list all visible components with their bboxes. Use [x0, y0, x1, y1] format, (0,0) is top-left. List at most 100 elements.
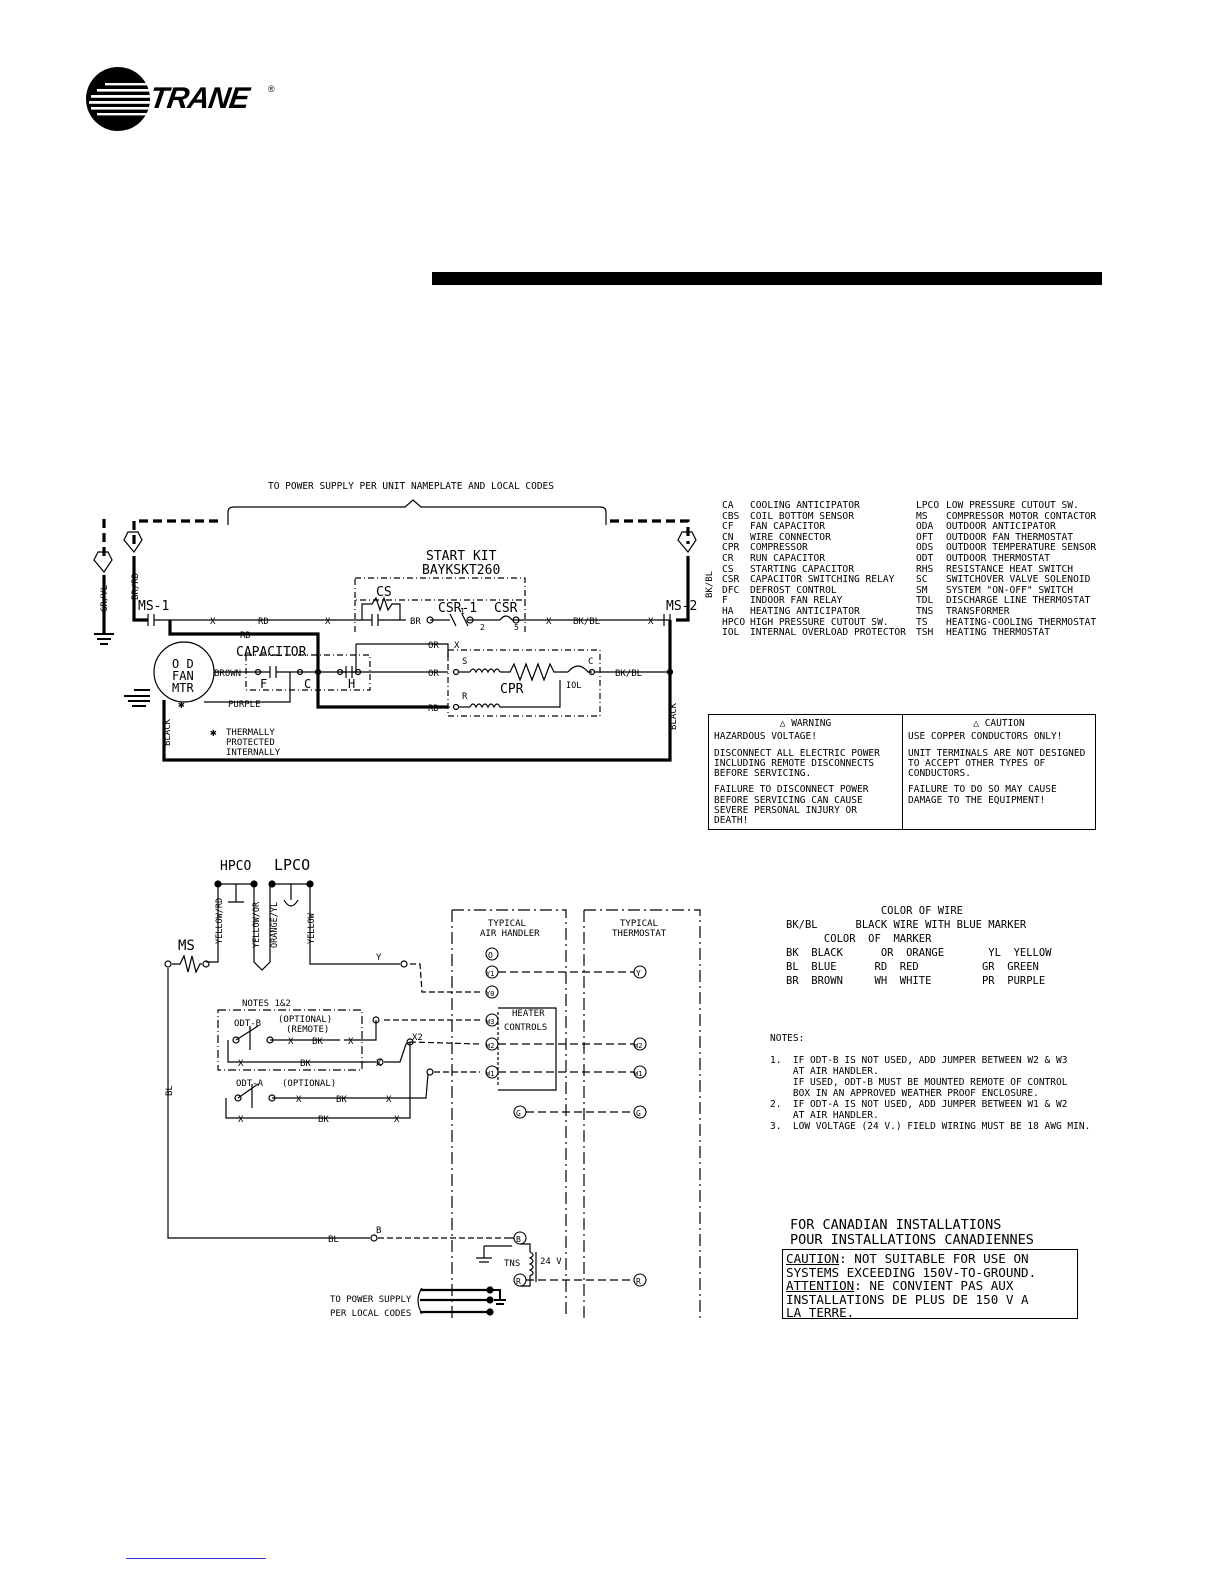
- terminal-w1: W1: [486, 1070, 494, 1078]
- legend-desc: HEATING-COOLING THERMOSTAT: [946, 616, 1097, 628]
- header-rule: [432, 272, 1102, 285]
- caution-p2: UNIT TERMINALS ARE NOT DESIGNED TO ACCEP…: [908, 747, 1086, 780]
- thermostat-label-1: TYPICAL: [620, 919, 658, 929]
- odtb-remote: (REMOTE): [286, 1025, 329, 1035]
- legend-desc: OUTDOOR THERMOSTAT: [946, 552, 1050, 564]
- power-supply-local-1: TO POWER SUPPLY: [330, 1295, 412, 1305]
- terminal-w3: W3: [486, 1018, 494, 1026]
- terminal-y0: Y0: [486, 990, 494, 998]
- wire-x-odtb-2: X: [348, 1037, 354, 1047]
- terminal-o: O: [488, 951, 493, 960]
- cpr-label: CPR: [500, 682, 524, 697]
- thermal-star-note: ✱: [210, 726, 217, 739]
- wire-black-right: BLACK: [669, 702, 679, 730]
- legend-desc: HEATING ANTICIPATOR: [750, 605, 860, 617]
- tstat-terminal-w2: W2: [634, 1042, 642, 1050]
- warning-p3: FAILURE TO DISCONNECT POWER BEFORE SERVI…: [714, 784, 869, 827]
- wire-rd-1: RD: [258, 617, 269, 627]
- thermal-note-3: INTERNALLY: [226, 748, 281, 758]
- wiring-diagram: TO POWER SUPPLY PER UNIT NAMEPLATE AND L…: [93, 481, 715, 1319]
- start-kit-model: BAYKSKT260: [422, 563, 500, 578]
- power-supply-label: TO POWER SUPPLY PER UNIT NAMEPLATE AND L…: [268, 481, 554, 492]
- terminal-g: G: [516, 1109, 521, 1118]
- fan-motor-line3: MTR: [172, 681, 194, 695]
- wire-x-odta-2: X: [386, 1095, 392, 1105]
- wire-brown: BROWN: [214, 669, 241, 679]
- caution-p1: USE COPPER CONDUCTORS ONLY!: [908, 731, 1063, 743]
- wire-y: Y: [376, 953, 382, 963]
- caution-heading: △ CAUTION: [908, 718, 1090, 729]
- legend-desc: OUTDOOR ANTICIPATOR: [946, 521, 1056, 533]
- wire-bk-odta-2: BK: [318, 1115, 329, 1125]
- s-terminal: S: [462, 657, 467, 667]
- warning-p1: HAZARDOUS VOLTAGE!: [714, 731, 817, 743]
- legend-abbr: ODA: [916, 521, 934, 533]
- legend-desc: COOLING ANTICIPATOR: [750, 500, 860, 511]
- legend-desc: WIRE CONNECTOR: [750, 531, 831, 543]
- legend-desc: HIGH PRESSURE CUTOUT SW.: [750, 616, 889, 628]
- heater-controls-2: CONTROLS: [504, 1023, 547, 1033]
- wire-yellow-or: YELLOW/OR: [252, 901, 262, 948]
- wire-x-odta-1: X: [296, 1095, 302, 1105]
- warning-p2: DISCONNECT ALL ELECTRIC POWER INCLUDING …: [714, 747, 880, 780]
- odtb-label: ODT-B: [234, 1019, 261, 1029]
- legend-abbr: ODT: [916, 552, 934, 564]
- terminal-w2: W2: [486, 1042, 494, 1050]
- ms1-label: MS-1: [138, 599, 169, 614]
- c-terminal: C: [588, 657, 593, 667]
- warning-panel: △ WARNING HAZARDOUS VOLTAGE! DISCONNECT …: [709, 715, 903, 829]
- wire-x-4: X: [648, 617, 654, 627]
- canadian-line4: INSTALLATIONS DE PLUS DE 150 V A: [786, 1291, 1029, 1307]
- fan-motor-line1: O D: [172, 657, 194, 671]
- terminal-r: R: [516, 1277, 521, 1286]
- legend-desc: OUTDOOR FAN THERMOSTAT: [946, 531, 1074, 543]
- wire-b: B: [376, 1226, 381, 1236]
- wire-bl: BL: [328, 1235, 339, 1245]
- ms-label: MS: [178, 938, 195, 954]
- legend-abbr: CA: [722, 500, 734, 511]
- wire-bkbl-right: BK/BL: [705, 571, 715, 598]
- footer-link-line: [126, 1558, 266, 1559]
- notes-1-2-label: NOTES 1&2: [242, 999, 291, 1009]
- ms2-label: MS-2: [666, 599, 697, 614]
- tstat-terminal-r: R: [636, 1277, 641, 1286]
- legend-abbr: TS: [916, 616, 928, 628]
- csr-pin-1: 1: [460, 607, 465, 616]
- heater-controls-1: HEATER: [512, 1009, 545, 1019]
- thermal-mark: ✱: [178, 698, 185, 711]
- legend-abbr: ODS: [916, 542, 934, 554]
- canadian-line5: LA TERRE.: [786, 1305, 855, 1321]
- wire-or-2: OR: [428, 669, 439, 679]
- csr-pin-2: 2: [480, 623, 485, 632]
- csr-pin-5: 5: [514, 623, 519, 632]
- caution-title: CAUTION: [984, 718, 1025, 729]
- start-kit-label: START KIT: [426, 549, 497, 564]
- thermostat-label-2: THERMOSTAT: [612, 929, 667, 939]
- legend-desc: INDOOR FAN RELAY: [750, 595, 843, 607]
- tstat-terminal-y: Y: [636, 969, 641, 978]
- wire-gryl: GR/YL: [100, 585, 110, 612]
- warning-triangle-icon: △: [779, 718, 792, 729]
- legend-desc: FAN CAPACITOR: [750, 521, 826, 533]
- thermal-note-2: PROTECTED: [226, 738, 275, 748]
- legend-abbr: HPCO: [722, 616, 746, 628]
- wire-purple: PURPLE: [228, 700, 261, 710]
- legend-abbr: CS: [722, 563, 734, 575]
- legend-desc: HEATING THERMOSTAT: [946, 627, 1050, 639]
- legend-desc: STARTING CAPACITOR: [750, 563, 854, 575]
- notes-body: 1. IF ODT-B IS NOT USED, ADD JUMPER BETW…: [770, 1055, 1091, 1132]
- legend-desc: INTERNAL OVERLOAD PROTECTOR: [750, 627, 906, 639]
- thermal-note-1: THERMALLY: [226, 728, 275, 738]
- attention-rest: : NE CONVIENT PAS AUX: [854, 1278, 1014, 1294]
- caution-word: CAUTION: [786, 1251, 840, 1266]
- legend-abbr: OFT: [916, 531, 934, 543]
